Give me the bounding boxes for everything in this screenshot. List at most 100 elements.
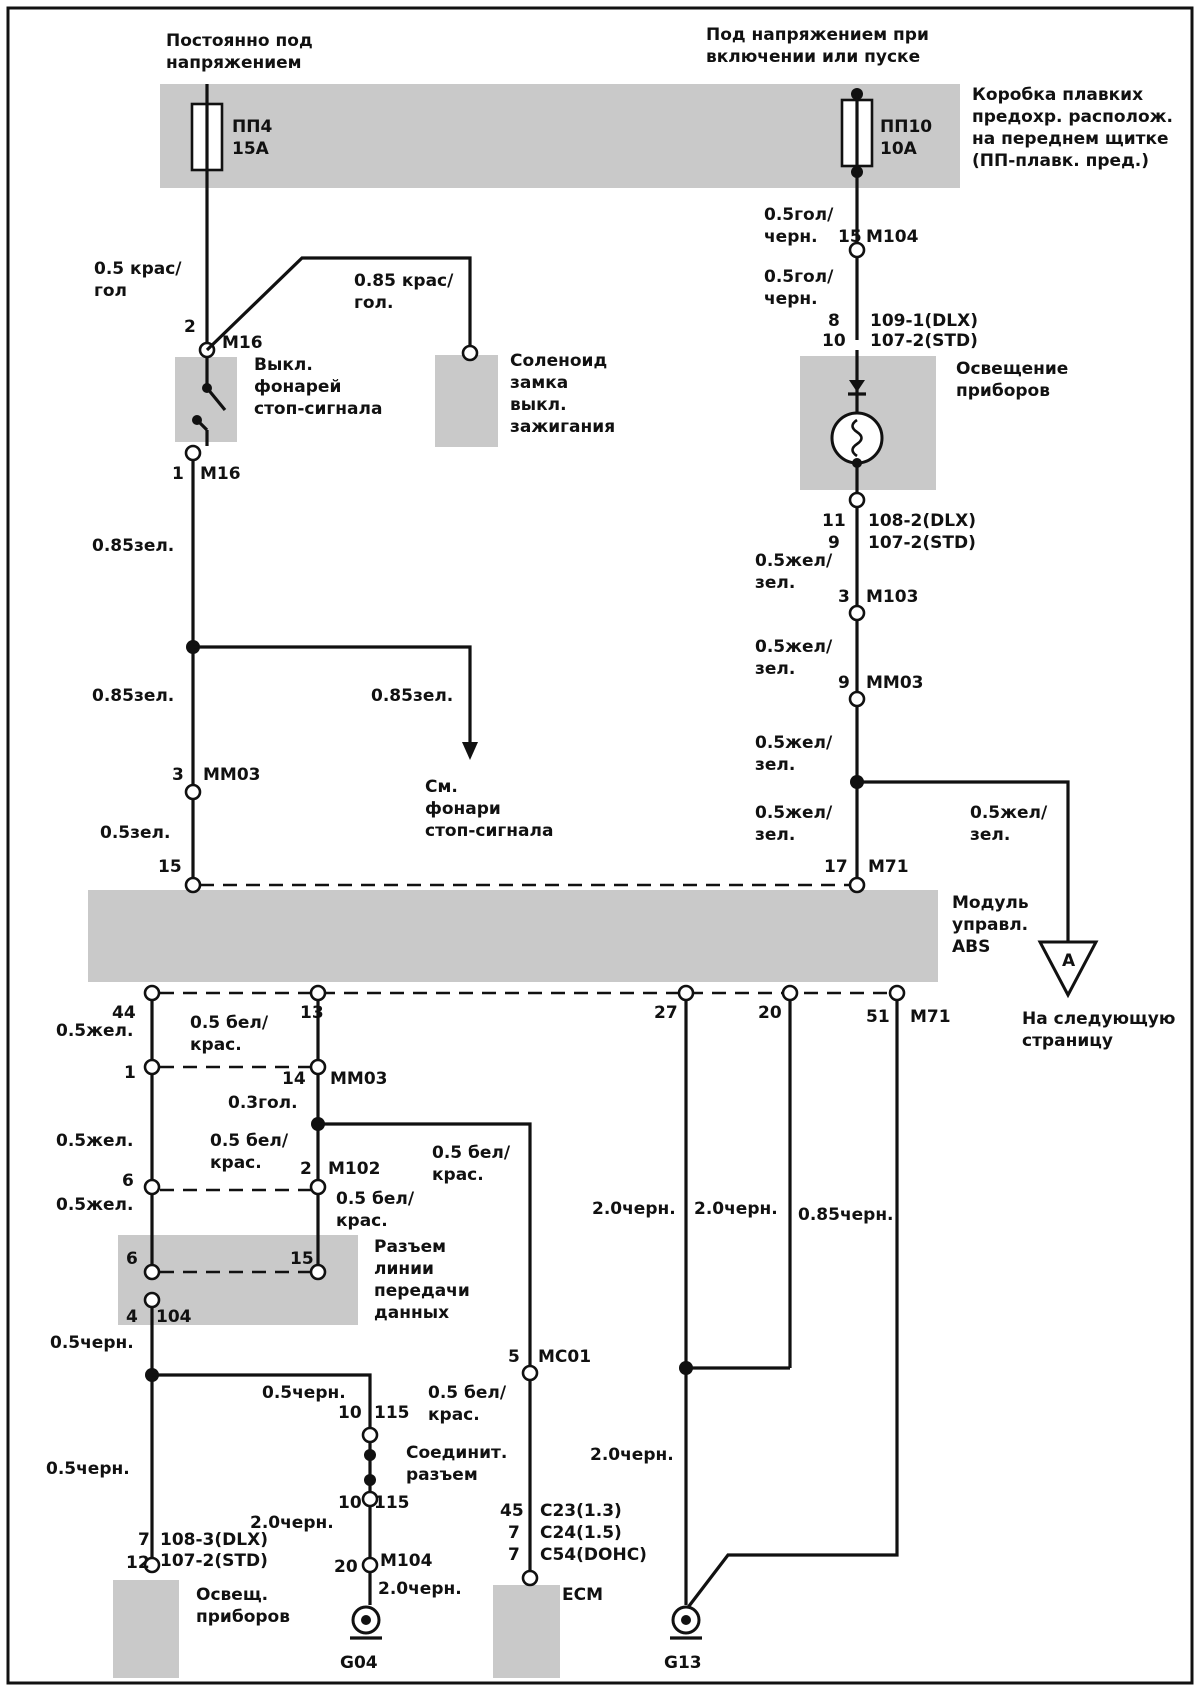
diode-icon — [849, 380, 865, 392]
solenoid-label-2: замка — [510, 373, 568, 393]
abs-pin-15 — [184, 876, 202, 894]
abs-title-1: Модуль — [952, 893, 1029, 913]
abs-pin-51 — [888, 984, 906, 1002]
abs-m71-top-label: M71 — [868, 857, 909, 877]
conn-m16-top-label: M16 — [222, 333, 263, 353]
mm03-bottom-label: MM03 — [330, 1069, 388, 1089]
wire-44-label: 0.5жел. — [56, 1021, 133, 1041]
off-page-arrow-icon — [1037, 940, 1099, 999]
wire-5bel3-label-2: крас. — [428, 1405, 480, 1425]
m103-label: M103 — [866, 587, 918, 607]
conn-solenoid — [461, 344, 479, 362]
conn-mc01 — [521, 1364, 539, 1382]
wire-20c-label: 2.0черн. — [592, 1199, 676, 1219]
instr-label-2: приборов — [196, 1607, 290, 1627]
ground-g13-label: G13 — [664, 1653, 702, 1673]
wire-5chern2-label: 0.5черн. — [262, 1383, 346, 1403]
wire-right-2-label-2: черн. — [764, 289, 818, 309]
dlc-label-2: линии — [374, 1259, 434, 1279]
see-lamps-label-2: фонари — [425, 799, 501, 819]
fuse-left-name: ПП4 — [232, 117, 272, 137]
ecm-area — [493, 1585, 560, 1678]
dlc-label-1: Разъем — [374, 1237, 446, 1257]
always-hot-label-2: напряжением — [166, 53, 302, 73]
solenoid-label-1: Соленоид — [510, 351, 607, 371]
wire-right-6-label-1: 0.5жел/ — [755, 803, 833, 823]
switch-lead-bottom — [195, 418, 209, 432]
instr-light-area — [113, 1580, 179, 1678]
dlc-label-4: данных — [374, 1303, 449, 1323]
ground-g04-label: G04 — [340, 1653, 378, 1673]
fuse-box-title-4: (ПП-плавк. пред.) — [972, 151, 1149, 171]
wire-5chern3-label: 0.5черн. — [46, 1459, 130, 1479]
mc01-pin: 5 — [508, 1347, 520, 1367]
switch-label-3: стоп-сигнала — [254, 399, 382, 419]
abs-pin-17-label: 17 — [824, 857, 848, 877]
switch-label-2: фонарей — [254, 377, 341, 397]
see-lamps-label-1: См. — [425, 777, 458, 797]
arrow-to-brake-lamps-icon — [462, 742, 478, 760]
solenoid-label-4: зажигания — [510, 417, 615, 437]
conn-mm03-14 — [309, 1058, 327, 1076]
pin-12: 12 — [126, 1553, 150, 1573]
wire-right-3-label-1: 0.5жел/ — [755, 551, 833, 571]
conn-107-b-label: 107-2(STD) — [868, 533, 976, 553]
conn-m16-bottom — [184, 444, 202, 462]
mm03-right-pin: 9 — [838, 673, 850, 693]
pin-45: 45 — [500, 1501, 524, 1521]
wire-5bel-label-2: крас. — [210, 1153, 262, 1173]
mm03-left-label: MM03 — [203, 765, 261, 785]
m102-pin-2: 2 — [300, 1159, 312, 1179]
conn-mm03-1 — [143, 1058, 161, 1076]
pin-7a: 7 — [508, 1523, 520, 1543]
abs-pin-44-label: 44 — [112, 1003, 136, 1023]
wire-5bel-label-1: 0.5 бел/ — [210, 1131, 289, 1151]
dlc-pin-15-label: 15 — [290, 1249, 314, 1269]
mm03-pin-1: 1 — [124, 1063, 136, 1083]
conn-mm03-right — [848, 690, 866, 708]
ground-g04-center — [361, 1615, 371, 1625]
switch-label-1: Выкл. — [254, 355, 313, 375]
wire-51 — [684, 1000, 899, 1611]
m102-label: M102 — [328, 1159, 380, 1179]
next-page-label-1: На следующую — [1022, 1009, 1175, 1029]
wire-left-3-label: 0.85зел. — [92, 686, 174, 706]
wire-20e-label: 2.0черн. — [590, 1445, 674, 1465]
abs-pin-51-label: 51 — [866, 1007, 890, 1027]
wire-3gol-label: 0.3гол. — [228, 1093, 298, 1113]
mc01-label: MC01 — [538, 1347, 591, 1367]
wire-left-1-label-1: 0.5 крас/ — [94, 259, 182, 279]
m104-bottom-pin: 20 — [334, 1557, 358, 1577]
wire-right-3-label-2: зел. — [755, 573, 795, 593]
wire-5bel-mc-label-2: крас. — [432, 1165, 484, 1185]
conn-104 — [143, 1291, 161, 1309]
joint-label-2: разъем — [406, 1465, 478, 1485]
conn-104-label: 104 — [156, 1307, 192, 1327]
solenoid-label-3: выкл. — [510, 395, 567, 415]
wire-left-2-label: 0.85зел. — [92, 536, 174, 556]
conn-115-bot-pin: 10 — [338, 1493, 362, 1513]
abs-m71-bottom-label: M71 — [910, 1007, 951, 1027]
conn-m102-2 — [309, 1178, 327, 1196]
wire-to-next-page — [857, 780, 1070, 942]
wire-13-label-2: крас. — [190, 1035, 242, 1055]
conn-m104-right — [848, 241, 866, 259]
wire-right-5-label-1: 0.5жел/ — [755, 733, 833, 753]
conn-108-label: 108-2(DLX) — [868, 511, 976, 531]
next-page-label-2: страницу — [1022, 1031, 1113, 1051]
conn-m102-6 — [143, 1178, 161, 1196]
conn-115-bot-label: 115 — [374, 1493, 410, 1513]
ign-hot-label-2: включении или пуске — [706, 47, 920, 67]
abs-pin-44 — [143, 984, 161, 1002]
wire-solenoid-label-1: 0.85 крас/ — [354, 271, 454, 291]
conn-115-top-label: 115 — [374, 1403, 410, 1423]
conn-mm03-left — [184, 783, 202, 801]
fuse-left-rating: 15A — [232, 139, 270, 159]
wire-20d-label: 2.0черн. — [694, 1199, 778, 1219]
pin-11: 11 — [822, 511, 846, 531]
abs-title-3: ABS — [952, 937, 990, 957]
fuse-right-name: ПП10 — [880, 117, 932, 137]
always-hot-label-1: Постоянно под — [166, 31, 313, 51]
see-lamps-label-3: стоп-сигнала — [425, 821, 553, 841]
abs-pin-15-label: 15 — [158, 857, 182, 877]
